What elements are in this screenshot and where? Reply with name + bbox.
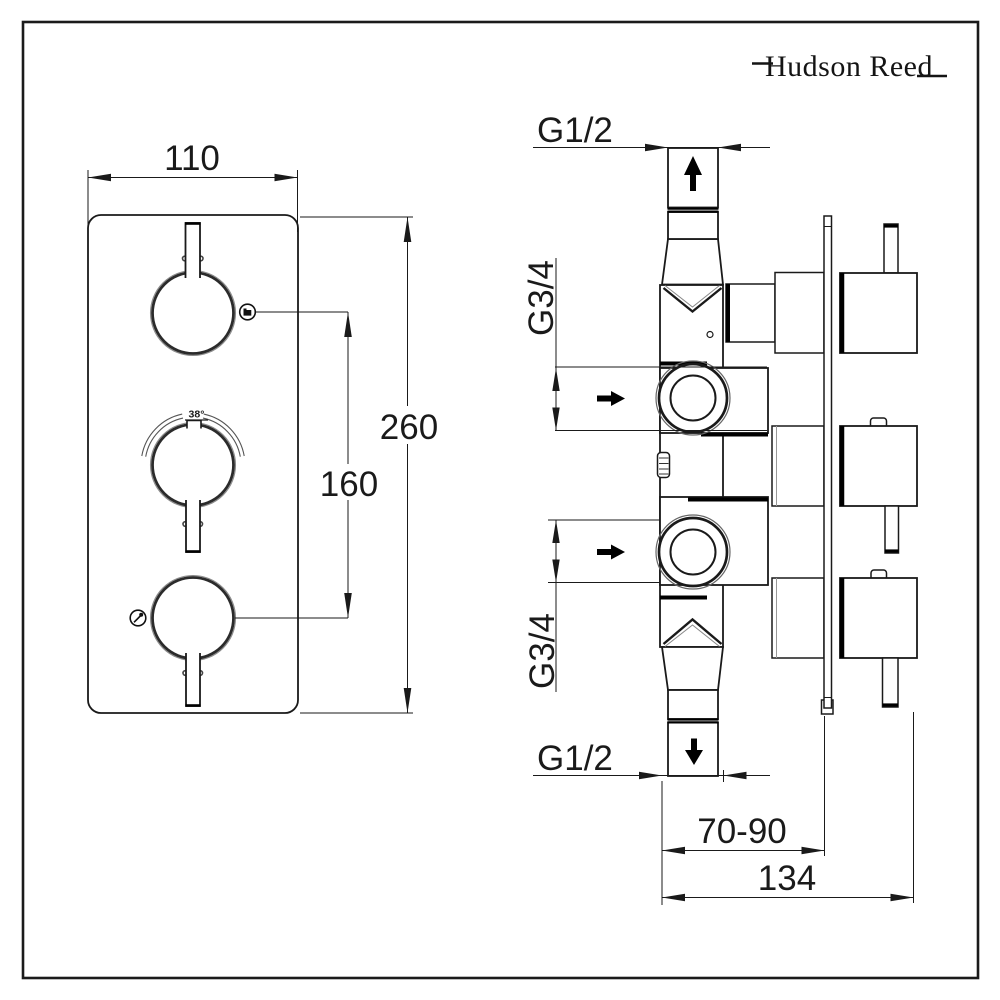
side-knob-bottom [839, 569, 918, 708]
wall-plate-edge [823, 215, 833, 709]
top-outlet-thread-label: G1/2 [537, 111, 613, 150]
top-cartridge-inner [774, 271, 825, 354]
thermostat-mark-label: 38° [189, 409, 205, 421]
thermostat-knob-middle: 38° [149, 409, 237, 553]
flow-arrow-right-bottom-icon [597, 544, 625, 560]
bottom-chevron [662, 617, 723, 645]
top-pipe-taper [660, 238, 725, 286]
top-chevron [662, 287, 723, 314]
lever-fill [185, 223, 200, 278]
drawing-border [21, 20, 980, 980]
top-inlet-thread-dimension: G3/4 [522, 258, 767, 431]
recess-depth-dimension: 70-90 [661, 716, 825, 905]
front-width-dimension: 110 [87, 139, 298, 232]
diverter-knob-top [149, 222, 237, 357]
side-lever-up [883, 223, 899, 274]
top-outlet-thread-dimension: G1/2 [533, 111, 770, 152]
bath-spout-icon [238, 303, 257, 321]
flow-arrow-up-icon [684, 156, 702, 191]
top-inlet-union [655, 360, 731, 436]
knob-ring [151, 576, 235, 660]
side-lever-down [884, 505, 900, 554]
side-lever-down [881, 657, 899, 708]
front-width-label: 110 [164, 139, 220, 178]
logo-text: Hudson Reed [765, 50, 933, 83]
bottom-inlet-thread-label: G3/4 [523, 613, 562, 689]
chevron-shade [664, 285, 720, 308]
top-cartridge-connection [725, 283, 776, 343]
top-pipe-section2 [667, 211, 719, 240]
front-view: 38° 110 [87, 139, 438, 714]
knob-ring [151, 423, 235, 507]
bottom-pipe-section2 [667, 689, 719, 720]
middle-cartridge-inner [771, 425, 825, 507]
knob-spacing-dimension: 160 [235, 311, 378, 619]
lever-fill [186, 653, 200, 706]
side-knob-body [839, 272, 918, 354]
knob-spacing-label: 160 [320, 465, 378, 504]
chevron-shade [664, 624, 720, 647]
side-knob-middle [839, 417, 918, 554]
side-knob-top [839, 223, 918, 354]
hand-shower-icon [129, 609, 147, 627]
temperature-tab-fill [187, 420, 201, 429]
temperature-scale-arcs [141, 413, 245, 457]
flow-arrow-right-top-icon [597, 391, 625, 406]
bottom-inlet-union [655, 514, 731, 590]
screw-head-dot [706, 330, 714, 339]
front-height-dimension: 260 [300, 216, 438, 714]
top-inlet-thread-label: G3/4 [522, 260, 561, 336]
front-height-label: 260 [380, 408, 438, 447]
overall-depth-dimension: 134 [662, 712, 914, 903]
knob-ring [151, 271, 235, 355]
bottom-outlet-thread-label: G1/2 [537, 739, 613, 778]
temperature-tab [186, 419, 202, 429]
overall-depth-label: 134 [758, 859, 816, 898]
bottom-outlet-thread-dimension: G1/2 [533, 739, 770, 782]
bottom-cartridge-inner [771, 577, 825, 659]
bottom-pipe-taper [660, 646, 725, 691]
recess-depth-label: 70-90 [697, 812, 787, 851]
bleed-screw [656, 451, 671, 479]
brand-logo: Hudson Reed [752, 50, 947, 83]
lever-fill [186, 500, 200, 552]
bottom-inlet-thread-dimension: G3/4 [523, 519, 660, 692]
side-knob-body [839, 577, 918, 659]
flow-arrow-down-icon [685, 738, 703, 765]
side-view: G1/2 G3/4 G3/4 G1/2 [522, 111, 918, 905]
diverter-knob-bottom [149, 574, 237, 707]
side-knob-body [839, 425, 918, 507]
